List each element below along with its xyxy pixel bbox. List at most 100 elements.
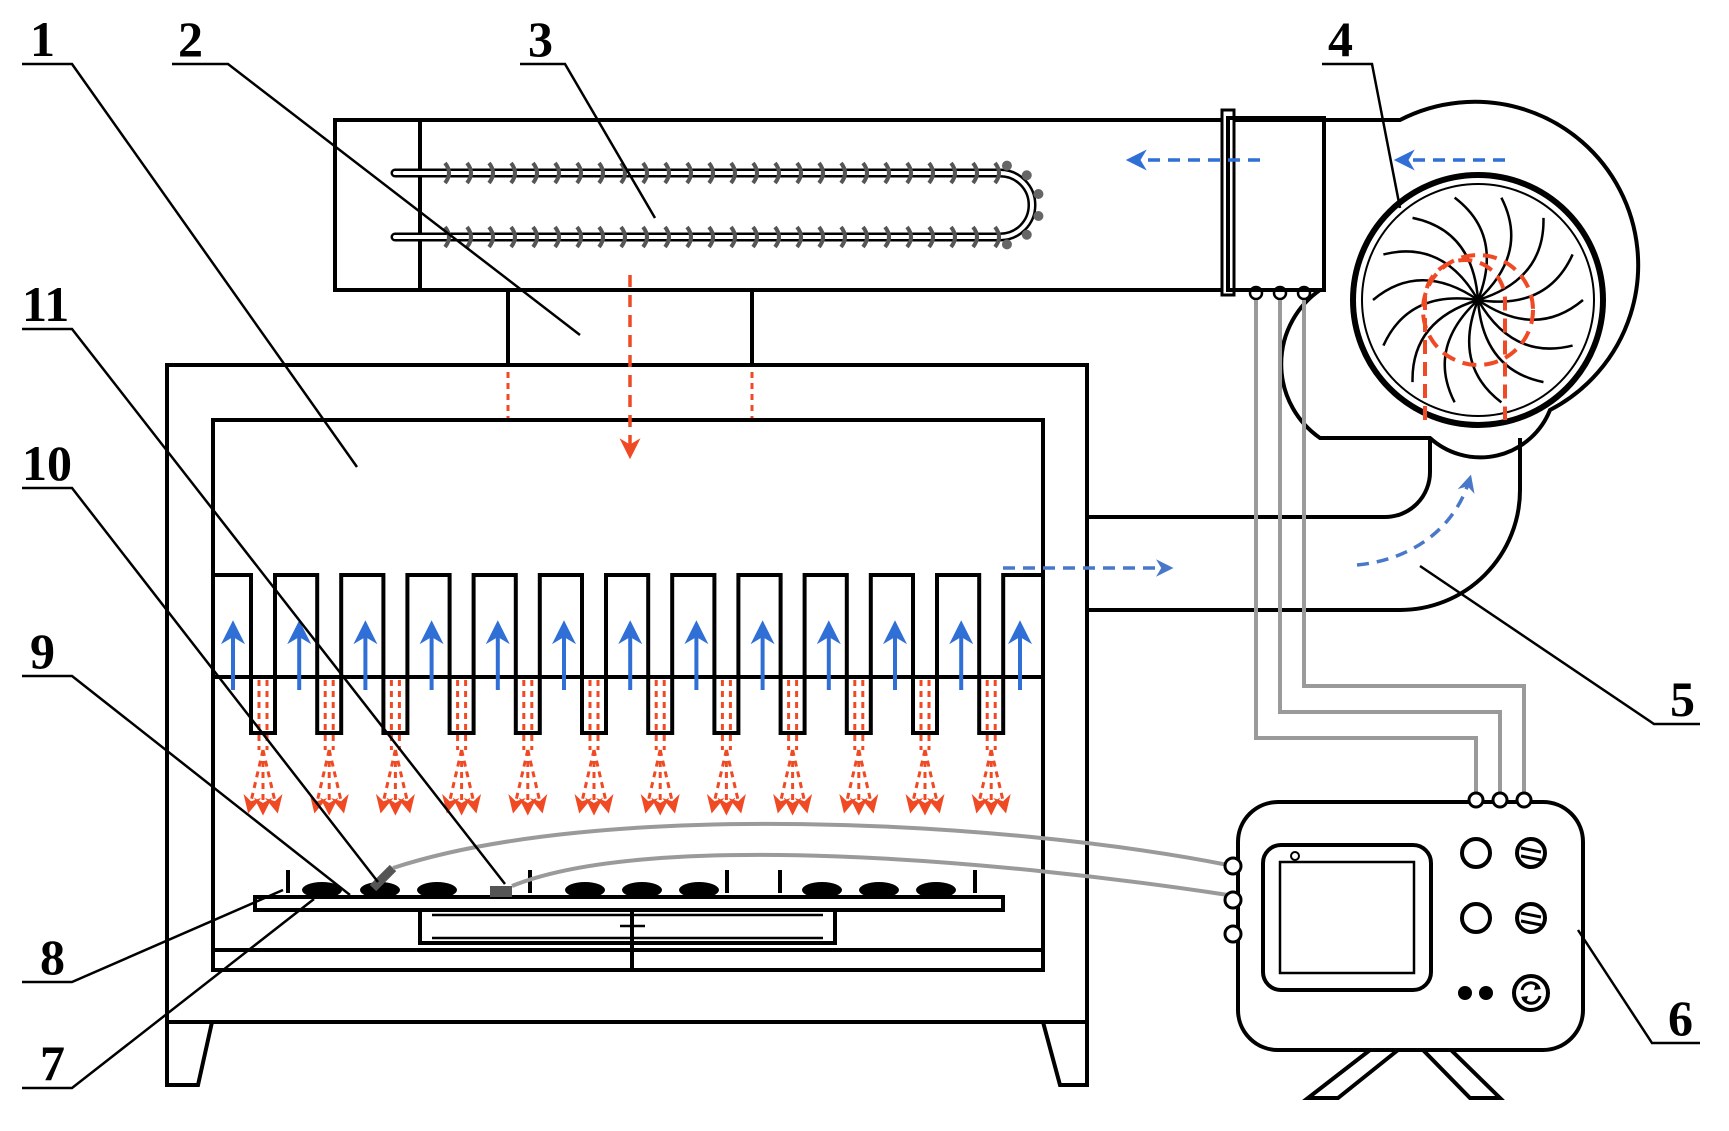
hot-jet-arrow — [724, 749, 746, 814]
fan-blade — [1372, 278, 1479, 302]
coil-turn — [883, 225, 891, 249]
coil-turn — [751, 225, 759, 249]
hot-jet-arrow — [706, 749, 728, 814]
sensor-wires — [392, 300, 1526, 897]
coil-turn — [817, 161, 825, 185]
hot-jet-arrow — [243, 749, 265, 814]
fan-blade — [1477, 217, 1545, 302]
fan-blade — [1443, 299, 1479, 403]
callout-9: 9 — [30, 623, 55, 679]
sample-piece — [302, 882, 342, 898]
fan-blades-icon — [1372, 196, 1584, 404]
dot-indicator — [1458, 986, 1472, 1000]
coil-turn — [773, 161, 781, 185]
coil-turn — [795, 225, 803, 249]
sample-piece — [916, 882, 956, 898]
hot-jet-arrow — [460, 749, 482, 814]
coil-turn — [619, 161, 627, 185]
coil-turn — [905, 225, 913, 249]
refresh-circle-icon — [1512, 974, 1550, 1012]
dot-indicator — [1479, 986, 1493, 1000]
fan-blade — [1412, 216, 1480, 301]
hot-jet-arrow — [442, 749, 464, 814]
controller-unit — [1223, 791, 1585, 1100]
coil-turn — [861, 225, 869, 249]
callout-4: 4 — [1328, 11, 1353, 67]
hot-jet-arrow — [658, 749, 680, 814]
coil-turn — [1021, 229, 1032, 240]
coil-turn — [839, 161, 847, 185]
indicator-lamp — [1460, 837, 1492, 869]
fan-blade — [1476, 299, 1573, 350]
coil-turn — [487, 225, 495, 249]
coil-turn — [927, 225, 935, 249]
coil-turn — [641, 225, 649, 249]
sample-piece — [859, 882, 899, 898]
coil-turn — [993, 161, 1001, 185]
hot-jet-arrow — [839, 749, 861, 814]
hot-jet-arrow — [327, 749, 349, 814]
airflow-arrows — [221, 149, 1505, 816]
coil-turn — [575, 225, 583, 249]
coil-turn — [443, 161, 451, 185]
coil-turn — [861, 161, 869, 185]
coil-turn — [927, 161, 935, 185]
coil-turn — [707, 225, 715, 249]
coil-turn — [729, 225, 737, 249]
coil-turn — [685, 225, 693, 249]
coil-turn — [1001, 160, 1012, 171]
coil-turn — [553, 161, 561, 185]
hot-jet-arrow — [574, 749, 596, 814]
hot-jet-arrow — [989, 749, 1011, 814]
callout-1: 1 — [30, 11, 55, 67]
return-duct — [1087, 438, 1522, 612]
callout-leaders — [22, 62, 1700, 1090]
sample-piece — [802, 882, 842, 898]
hot-jet-arrow — [309, 749, 331, 814]
callout-10: 10 — [22, 435, 72, 491]
coil-turn — [905, 161, 913, 185]
coil-turn — [663, 161, 671, 185]
centrifugal-fan — [1226, 99, 1641, 460]
coil-turn — [619, 225, 627, 249]
coil-turn — [531, 161, 539, 185]
coil-turn — [1021, 170, 1032, 181]
coil-turn — [729, 161, 737, 185]
fan-blade — [1383, 250, 1480, 301]
fan-blade — [1477, 197, 1513, 301]
coil-turn — [883, 161, 891, 185]
controller-display — [1261, 843, 1433, 992]
coil-turn — [641, 161, 649, 185]
hot-jet-arrow — [905, 749, 927, 814]
sample-piece — [622, 882, 662, 898]
hot-jet-arrow — [375, 749, 397, 814]
coil-turn — [993, 225, 1001, 249]
hot-jet-arrow — [592, 749, 614, 814]
hot-jet-arrow — [640, 749, 662, 814]
coil-turn — [817, 225, 825, 249]
sample-tray — [253, 864, 1005, 972]
coil-turn — [487, 161, 495, 185]
fan-blade — [1453, 196, 1489, 301]
sample-piece — [417, 882, 457, 898]
fan-blade — [1382, 297, 1479, 347]
callout-labels: 1 2 3 4 5 6 7 8 9 10 11 — [22, 11, 1695, 1091]
indicator-lamp — [1460, 902, 1492, 934]
coil-turn — [575, 161, 583, 185]
nozzle-array — [213, 573, 1043, 735]
coil-turn — [465, 161, 473, 185]
callout-2: 2 — [178, 11, 203, 67]
hot-jet-arrow — [791, 749, 813, 814]
fan-blade — [1476, 299, 1544, 384]
coil-turn — [597, 161, 605, 185]
sample-piece — [679, 882, 719, 898]
coil-turn — [949, 225, 957, 249]
fan-blade — [1411, 298, 1479, 383]
heating-coil — [390, 160, 1044, 250]
hot-jet-arrow — [526, 749, 548, 814]
coil-turn — [509, 225, 517, 249]
coil-turn — [443, 225, 451, 249]
coil-turn — [597, 225, 605, 249]
